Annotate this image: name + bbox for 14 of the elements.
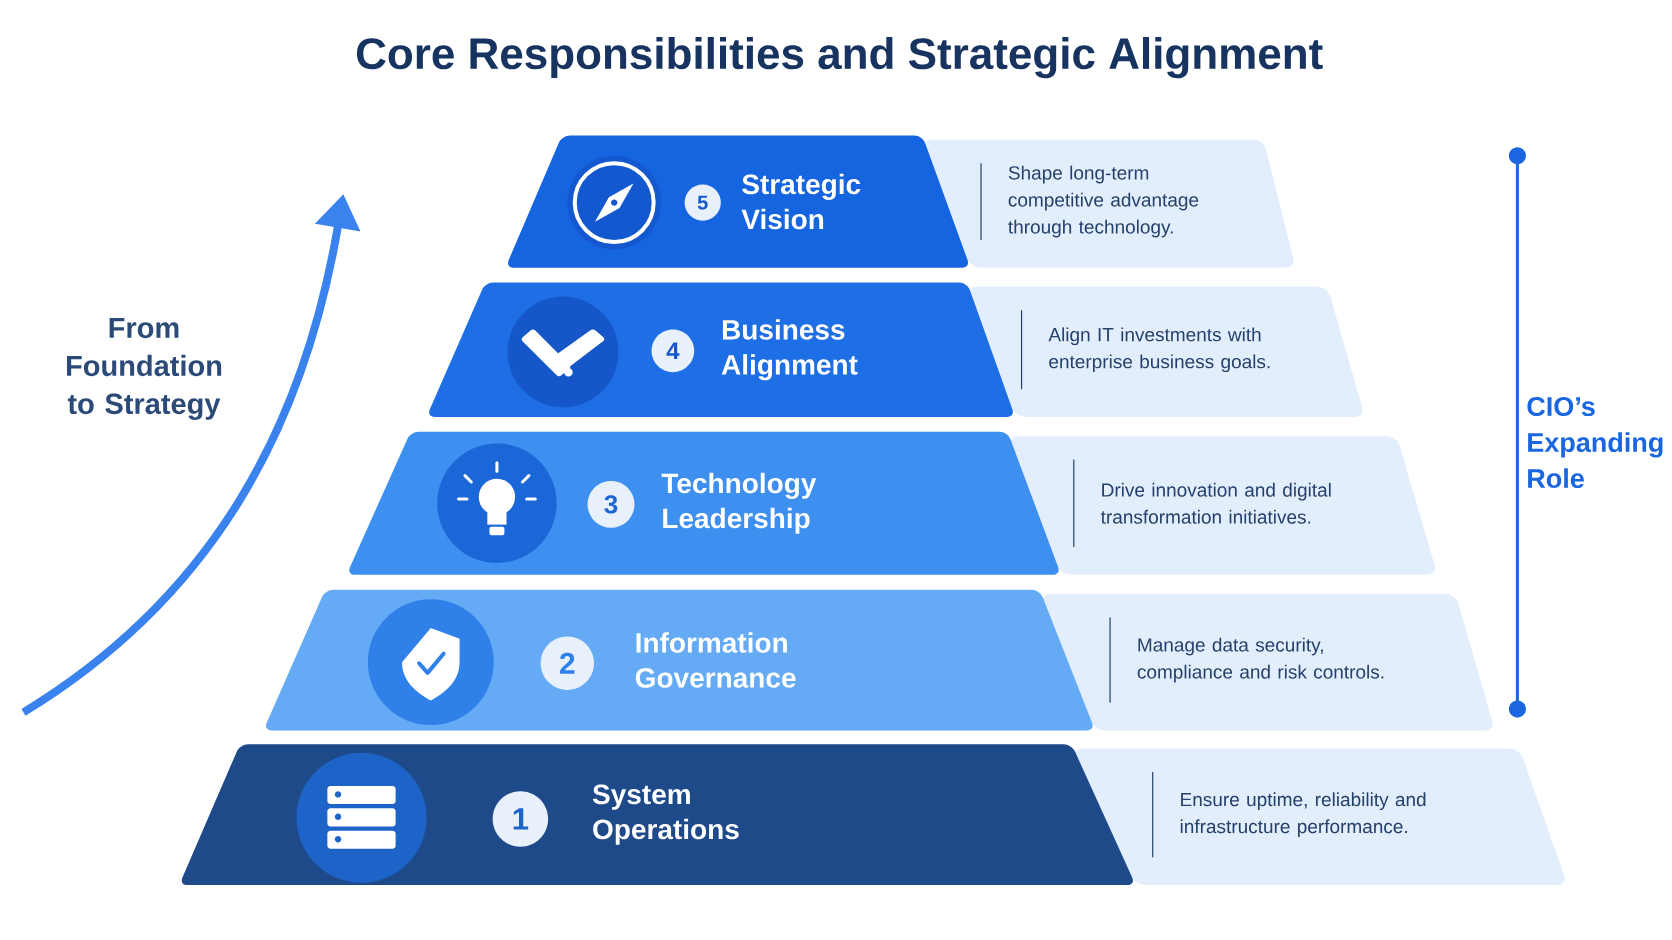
tier-title: System Operations — [592, 784, 739, 845]
number-badge: 3 — [587, 480, 635, 528]
tier-title: Technology Leadership — [661, 472, 817, 534]
side-label: From Foundation to Strategy — [67, 317, 222, 420]
number-badge: 5 — [684, 184, 721, 221]
tier-title: Strategic Vision — [741, 173, 861, 230]
title: Core Responsibilities and Strategic Alignment — [356, 36, 1323, 78]
number-badge: 2 — [540, 636, 594, 690]
tier-title: Business Alignment — [721, 318, 858, 381]
description-panel: Drive innovation and digital transformation initiatives. — [1010, 435, 1435, 575]
side-label: CIO’s Expanding Role — [1527, 396, 1663, 488]
tier-title: Information Governance — [635, 632, 796, 688]
number-badge: 4 — [651, 329, 695, 372]
number-badge: 1 — [492, 791, 549, 847]
